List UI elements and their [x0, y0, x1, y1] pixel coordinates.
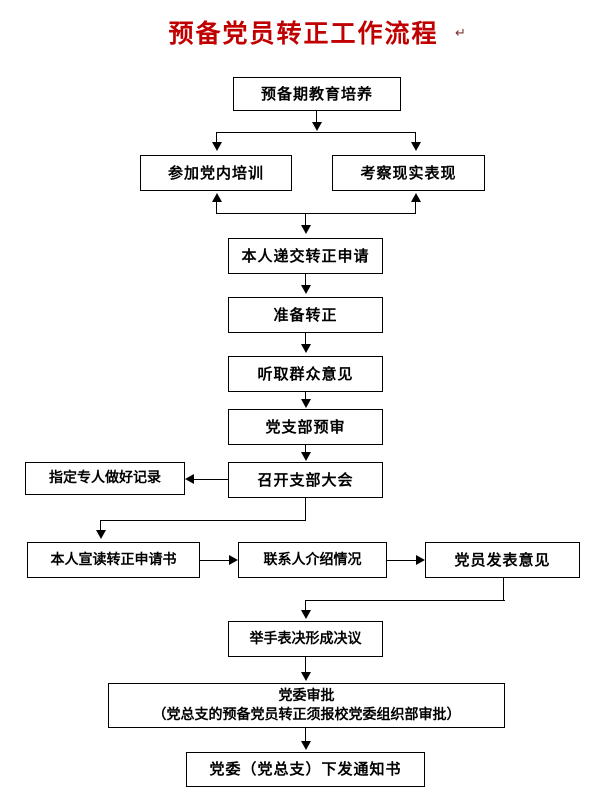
connector-n12-elbow-horizontal	[305, 600, 505, 601]
connector-n14-n15	[305, 728, 306, 742]
node-gather-opinions[interactable]: 听取群众意见	[228, 356, 383, 392]
paragraph-mark-icon: ↵	[455, 26, 466, 41]
node-issue-notification[interactable]: 党委（党总支）下发通知书	[186, 752, 425, 787]
arrowhead-into-n10-icon	[96, 530, 106, 539]
arrowhead-into-n2-icon	[212, 142, 222, 151]
connector-n8-elbow-down	[305, 498, 306, 520]
node-submit-application[interactable]: 本人递交转正申请	[228, 238, 383, 274]
connector-n12-elbow-down	[503, 578, 504, 600]
connector-merge-left	[216, 202, 217, 214]
arrowhead-n6-n7-icon	[301, 399, 311, 408]
arrowhead-n1-down-icon	[312, 122, 322, 131]
connector-n8-elbow-horizontal	[100, 520, 306, 521]
connector-n11-n12	[387, 560, 416, 561]
node-party-committee-approval[interactable]: 党委审批 （党总支的预备党员转正须报校党委组织部审批）	[108, 683, 505, 728]
node-branch-preview[interactable]: 党支部预审	[228, 409, 383, 445]
arrowhead-n11-n12-icon	[416, 555, 425, 565]
connector-n12-elbow-left-down	[305, 600, 306, 611]
connector-n6-n7	[305, 392, 306, 400]
node-preparatory-education[interactable]: 预备期教育培养	[233, 77, 401, 111]
connector-n13-n14	[305, 657, 306, 673]
connector-split-left	[216, 132, 217, 143]
arrowhead-n13-n14-icon	[301, 672, 311, 681]
arrowhead-n10-n11-icon	[229, 555, 238, 565]
connector-n10-n11	[200, 560, 229, 561]
connector-n8-elbow-left-down	[100, 520, 101, 531]
node-assign-recorder[interactable]: 指定专人做好记录	[25, 462, 185, 495]
node-party-committee-approval-line1: 党委审批	[278, 687, 335, 704]
arrowhead-n7-n8-icon	[301, 452, 311, 461]
arrowhead-into-n3-icon	[411, 142, 421, 151]
connector-split-bar-1	[216, 132, 416, 133]
node-vote-resolution[interactable]: 举手表决形成决议	[228, 621, 383, 657]
arrowhead-into-n2-up-icon	[212, 193, 222, 202]
connector-merge-down	[305, 213, 306, 226]
connector-n7-n8	[305, 445, 306, 453]
node-observe-performance[interactable]: 考察现实表现	[332, 155, 485, 191]
connector-merge-bar-1	[216, 213, 416, 214]
node-contact-introduction[interactable]: 联系人介绍情况	[238, 542, 387, 578]
arrowhead-n5-n6-icon	[301, 344, 311, 353]
arrowhead-n8-n9-icon	[185, 474, 194, 484]
page-title: 预备党员转正工作流程	[168, 19, 439, 48]
connector-split-right	[415, 132, 416, 143]
connector-merge-right	[415, 202, 416, 214]
node-hold-branch-meeting[interactable]: 召开支部大会	[228, 462, 383, 498]
node-members-opinions[interactable]: 党员发表意见	[425, 542, 580, 578]
connector-n4-n5	[305, 274, 306, 286]
connector-n1-down	[316, 111, 317, 124]
node-party-training[interactable]: 参加党内培训	[140, 155, 292, 191]
node-prepare-conversion[interactable]: 准备转正	[228, 297, 383, 333]
connector-n5-n6	[305, 333, 306, 345]
arrowhead-n14-n15-icon	[301, 741, 311, 750]
connector-n8-n9	[194, 479, 229, 480]
arrowhead-into-n3-up-icon	[411, 193, 421, 202]
arrowhead-into-n4-icon	[301, 225, 311, 234]
arrowhead-n4-n5-icon	[301, 285, 311, 294]
arrowhead-into-n13-icon	[301, 610, 311, 619]
node-party-committee-approval-line2: （党总支的预备党员转正须报校党委组织部审批）	[152, 706, 461, 723]
node-read-application[interactable]: 本人宣读转正申请书	[27, 542, 200, 578]
